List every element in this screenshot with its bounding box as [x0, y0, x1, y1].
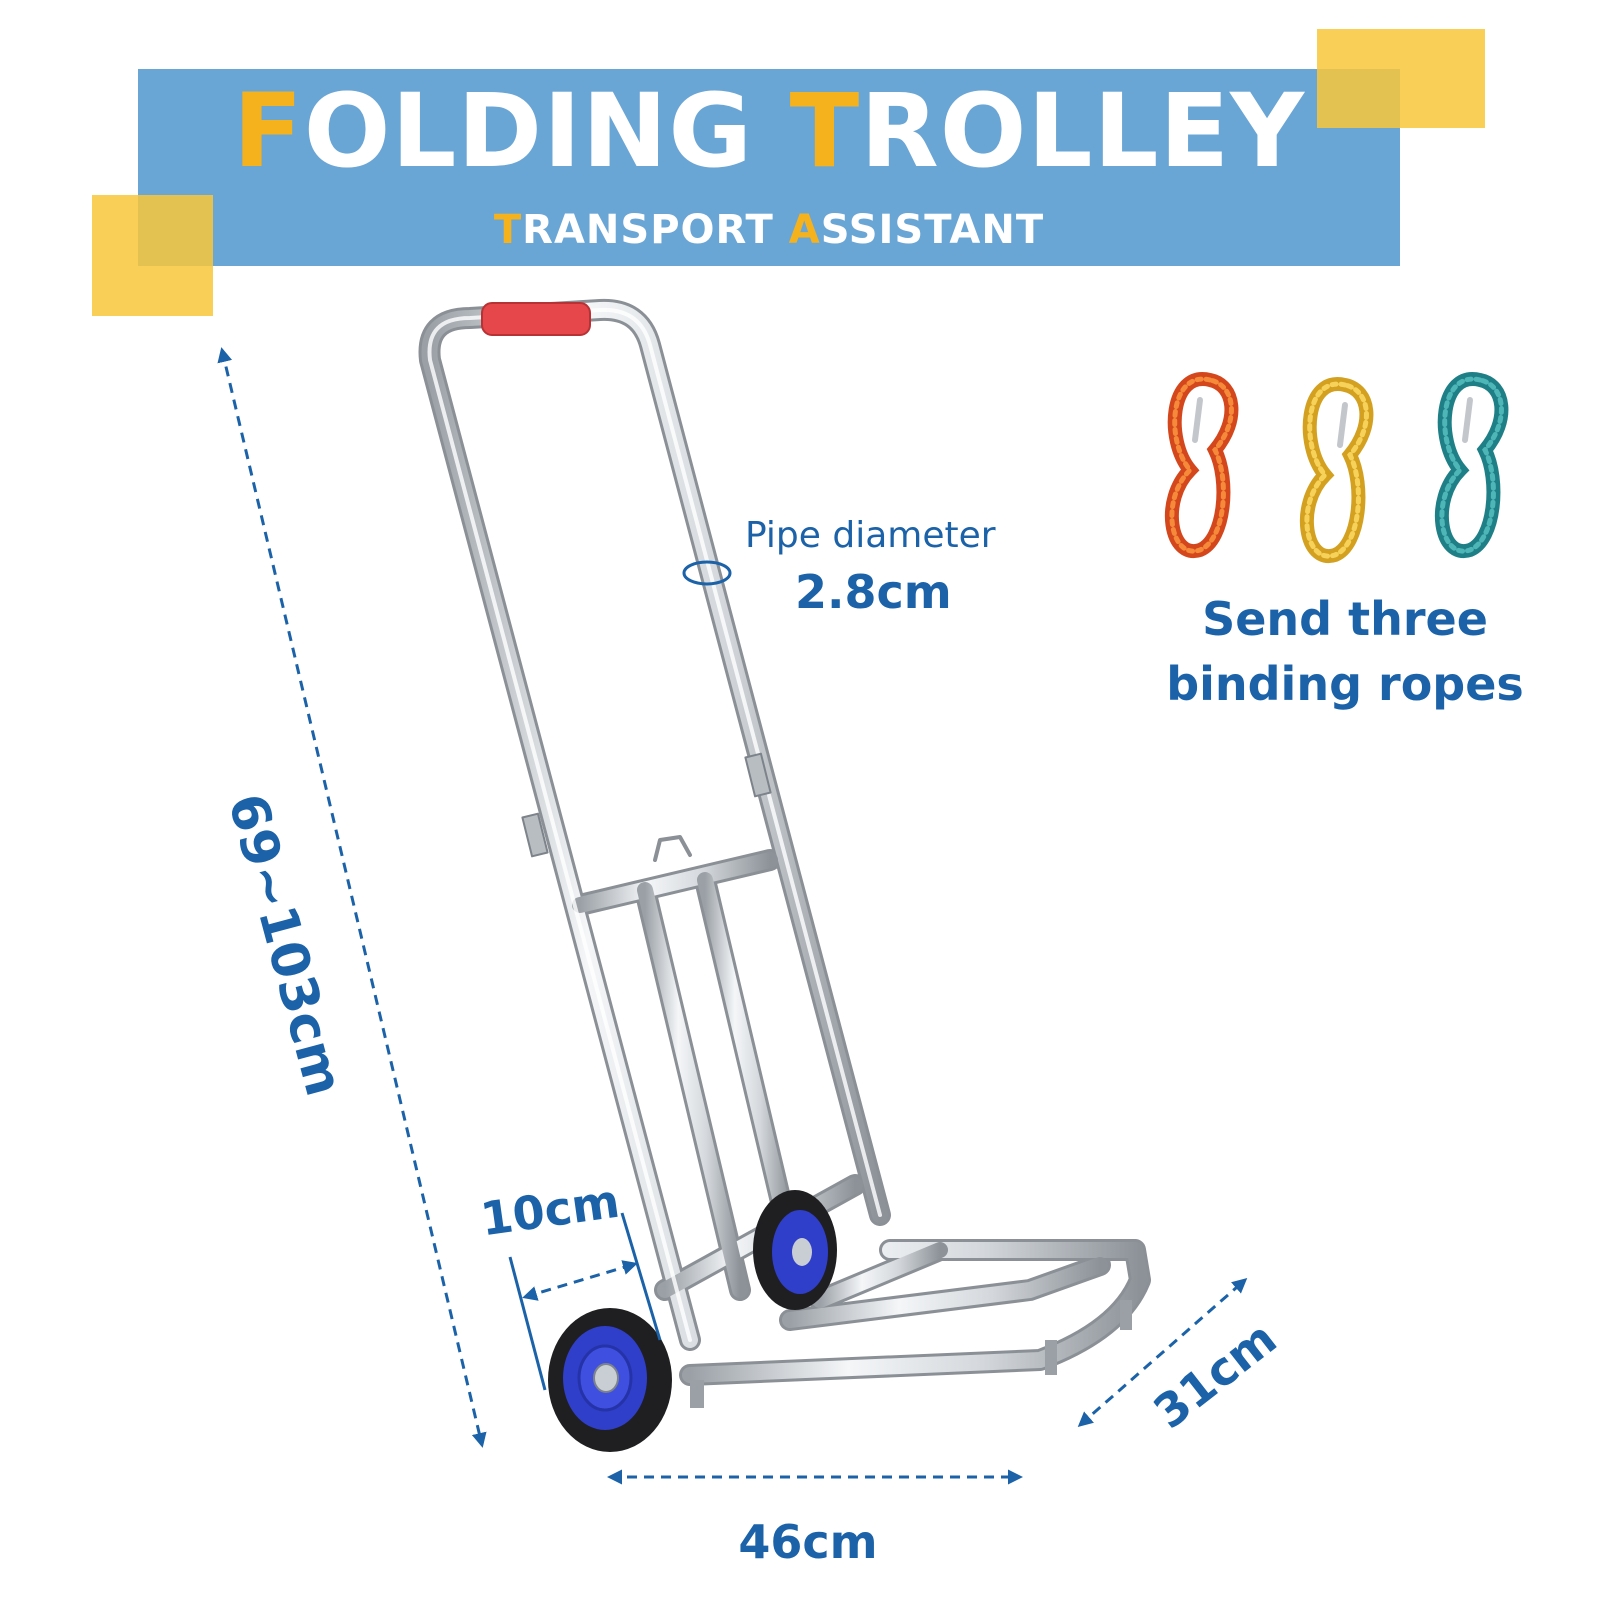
title-text: ROLLEY: [860, 72, 1305, 191]
decor-square-right: [1317, 29, 1485, 128]
binding-rope-yellow: [1299, 377, 1374, 564]
dimension-arrows: [217, 347, 1248, 1485]
binding-rope-orange: [1164, 372, 1239, 559]
page-title: FOLDING TROLLEY: [138, 72, 1400, 192]
page-subtitle: TRANSPORT ASSISTANT: [138, 205, 1400, 255]
binding-rope-teal: [1434, 372, 1509, 559]
header-banner: [138, 69, 1400, 266]
title-text: OLDING: [303, 72, 790, 191]
ropes-caption-line2: binding ropes: [1166, 657, 1524, 711]
subtitle-accent-letter: A: [788, 207, 821, 253]
rear-wheel: [753, 1190, 837, 1310]
pipe-diameter-label: Pipe diameter: [745, 515, 996, 556]
ropes-caption-line1: Send three: [1202, 592, 1488, 646]
pipe-diameter-marker: [682, 560, 732, 586]
wheel-extension-left: [508, 1256, 547, 1391]
pipe-diameter-value: 2.8cm: [795, 565, 952, 619]
subtitle-text: RANSPORT: [522, 207, 789, 253]
height-arrow: [217, 347, 487, 1448]
title-accent-letter: T: [789, 72, 861, 191]
title-accent-letter: F: [233, 72, 304, 191]
decor-square-left: [92, 195, 213, 316]
front-wheel: [548, 1308, 672, 1452]
wheel-extension-right: [620, 1212, 662, 1341]
depth-arrow: [1077, 1278, 1248, 1427]
subtitle-text: SSISTANT: [820, 207, 1045, 253]
subtitle-accent-letter: T: [493, 207, 523, 253]
wheel-arrow: [522, 1260, 638, 1301]
handle-grip: [481, 302, 591, 336]
width-dimension-label: 46cm: [738, 1515, 878, 1569]
